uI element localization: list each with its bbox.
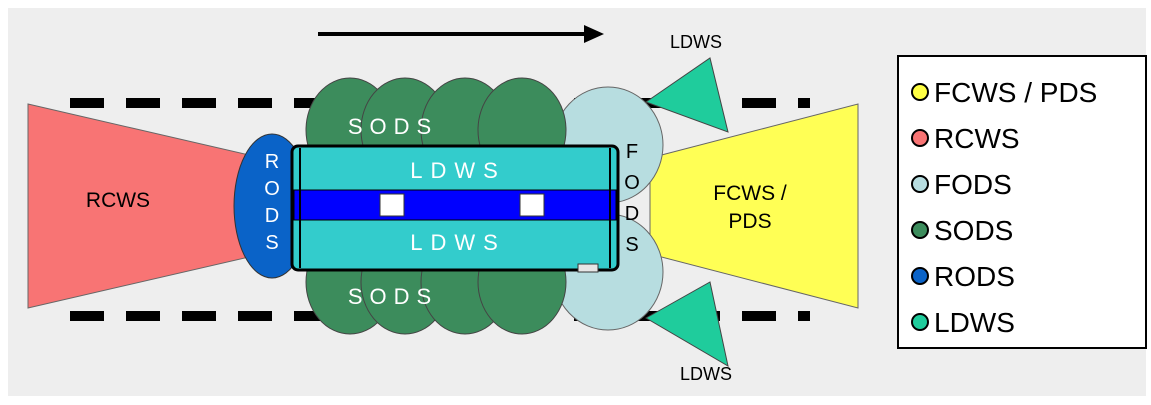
legend-swatch <box>911 221 929 239</box>
legend-swatch <box>911 175 929 193</box>
direction-arrow <box>318 25 604 43</box>
fcws-label-line1: FCWS / <box>713 182 787 205</box>
bus-detail <box>577 263 599 273</box>
rcws-label: RCWS <box>86 189 150 212</box>
legend-item: RCWS <box>911 123 1020 154</box>
ldws-front-top-label: LDWS <box>670 32 722 52</box>
legend-item: SODS <box>911 215 1013 246</box>
bus-stripe <box>293 189 617 221</box>
legend-item: FODS <box>911 169 1012 200</box>
bus-window <box>379 193 405 217</box>
legend-label: RCWS <box>934 123 1020 154</box>
legend-label: SODS <box>934 215 1013 246</box>
legend-item: RODS <box>911 261 1015 292</box>
legend-swatch <box>911 313 929 331</box>
legend-item: FCWS / PDS <box>911 77 1097 108</box>
ldws-bus-bottom-label: LDWS <box>410 230 506 255</box>
legend-label: LDWS <box>934 307 1015 338</box>
ldws-front-top-zone <box>644 57 729 133</box>
legend-swatch <box>911 267 929 285</box>
legend: FCWS / PDS RCWS FODS SODS RODS LDWS <box>897 55 1147 349</box>
bus-window <box>519 193 545 217</box>
legend-swatch <box>911 129 929 147</box>
sods-bottom-label: SODS <box>348 284 438 309</box>
legend-label: FCWS / PDS <box>934 77 1097 108</box>
legend-item: LDWS <box>911 307 1015 338</box>
legend-label: FODS <box>934 169 1012 200</box>
sods-top-label: SODS <box>348 114 438 139</box>
fcws-zone <box>649 103 859 309</box>
legend-label: RODS <box>934 261 1015 292</box>
legend-box <box>897 55 1147 349</box>
fcws-label-line2: PDS <box>728 210 771 233</box>
ldws-bus-top-label: LDWS <box>410 158 506 183</box>
bus <box>290 144 620 273</box>
legend-swatch <box>911 83 929 101</box>
ldws-front-bottom-zone <box>644 281 729 368</box>
ldws-front-bottom-label: LDWS <box>680 364 732 384</box>
